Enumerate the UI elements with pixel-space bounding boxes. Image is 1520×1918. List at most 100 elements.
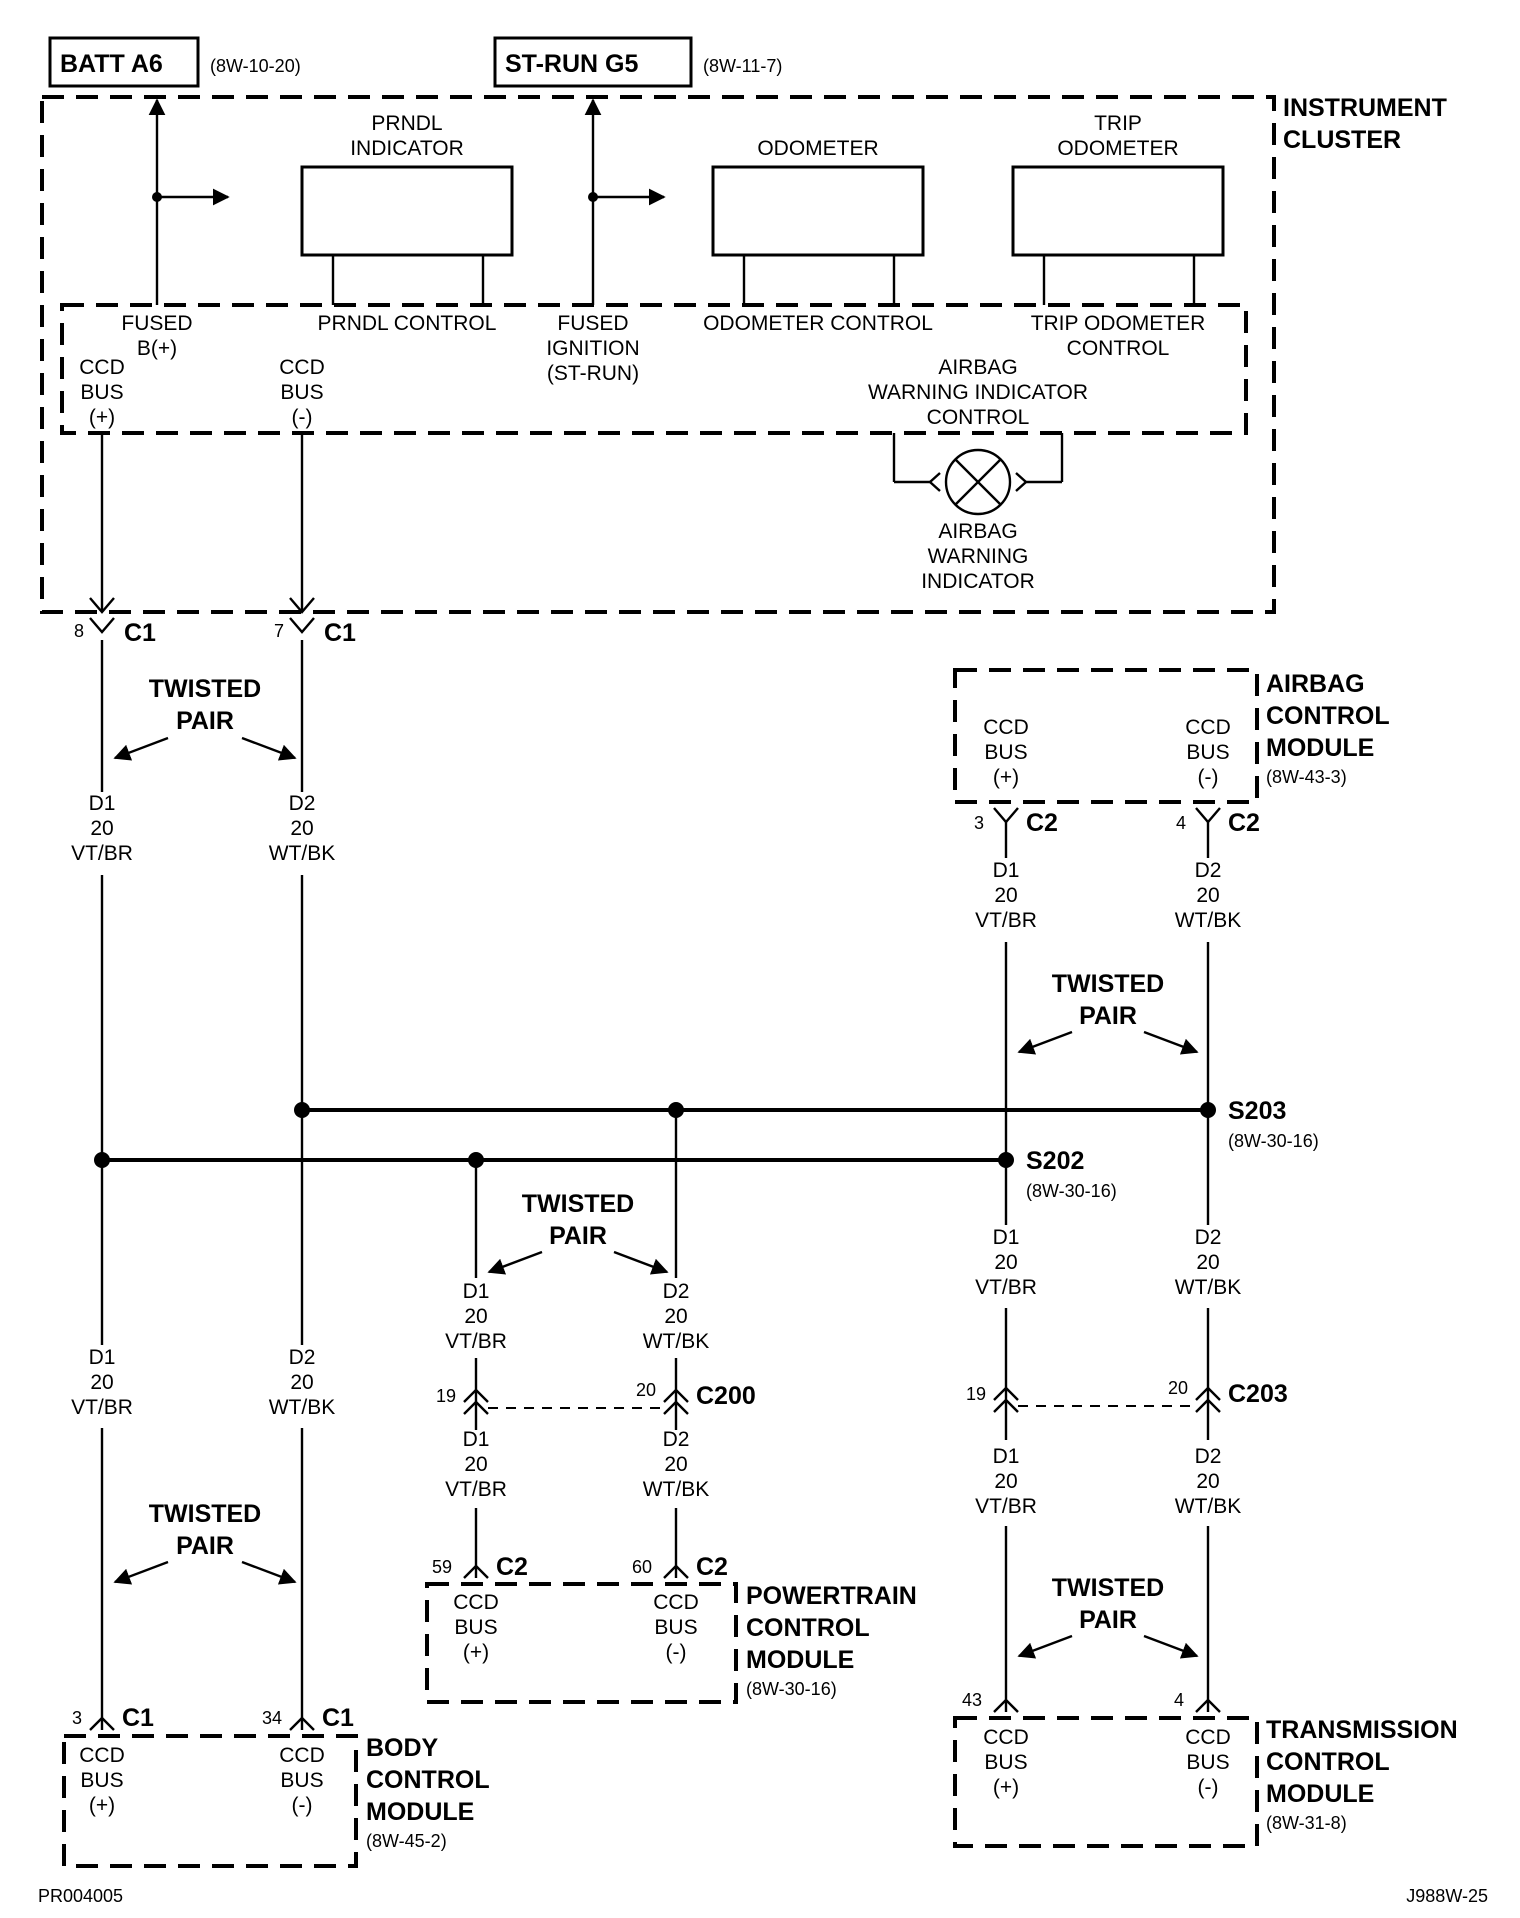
pcm-name-2: CONTROL bbox=[746, 1614, 870, 1642]
c203-pin-pos: 19 bbox=[966, 1384, 986, 1404]
tcm-w1b-d1: D1 bbox=[993, 1445, 1020, 1468]
bcm-name-2: CONTROL bbox=[366, 1766, 490, 1794]
cluster-ccd-neg-3: (-) bbox=[292, 406, 313, 429]
bcm-ccd-pos-3: (+) bbox=[89, 1794, 115, 1817]
bcm-w2-20: 20 bbox=[290, 1371, 313, 1394]
w1-20: 20 bbox=[90, 817, 113, 840]
tcm-w2a-color: WT/BK bbox=[1175, 1276, 1242, 1299]
acm-ccd-pos-1: CCD bbox=[983, 716, 1029, 739]
batt-a6-label: BATT A6 bbox=[60, 50, 163, 78]
acm-w2-d2: D2 bbox=[1195, 859, 1222, 882]
acm-ref: (8W-43-3) bbox=[1266, 767, 1347, 787]
acm-w1-d1: D1 bbox=[993, 859, 1020, 882]
acm-conn-neg: C2 bbox=[1228, 809, 1260, 837]
tcm-name-1: TRANSMISSION bbox=[1266, 1716, 1458, 1744]
acm-w1-20: 20 bbox=[994, 884, 1017, 907]
odometer-control-label: ODOMETER CONTROL bbox=[703, 312, 933, 335]
trip-label-2: ODOMETER bbox=[1057, 137, 1178, 160]
cluster-pin-pos: 8 bbox=[74, 621, 84, 641]
tcm-w1a-d1: D1 bbox=[993, 1226, 1020, 1249]
tcm-ccd-neg-1: CCD bbox=[1185, 1726, 1231, 1749]
tp-tcm-1: TWISTED bbox=[1052, 1574, 1165, 1602]
pcm-w2b-d2: D2 bbox=[663, 1428, 690, 1451]
tp-pcm-1: TWISTED bbox=[522, 1190, 635, 1218]
airbag-ctrl-1: AIRBAG bbox=[938, 356, 1017, 379]
airbag-ctrl-3: CONTROL bbox=[927, 406, 1030, 429]
bcm-w2-d2: D2 bbox=[289, 1346, 316, 1369]
tcm-w2a-d2: D2 bbox=[1195, 1226, 1222, 1249]
bcm-w1-20: 20 bbox=[90, 1371, 113, 1394]
ccd-bus-lines: S203 (8W-30-16) S202 (8W-30-16) bbox=[94, 1097, 1319, 1201]
cluster-ccd-neg-2: BUS bbox=[280, 381, 323, 404]
w2-color: WT/BK bbox=[269, 842, 336, 865]
s202-label: S202 bbox=[1026, 1147, 1084, 1175]
fused-b-1: FUSED bbox=[121, 312, 192, 335]
prndl-label-2: INDICATOR bbox=[350, 137, 464, 160]
cluster-pin-neg: 7 bbox=[274, 621, 284, 641]
fused-ign-3: (ST-RUN) bbox=[547, 362, 639, 385]
w1-color: VT/BR bbox=[71, 842, 133, 865]
bcm-ccd-neg-2: BUS bbox=[280, 1769, 323, 1792]
airbag-lamp-2: WARNING bbox=[928, 545, 1029, 568]
airbag-lamp-1: AIRBAG bbox=[938, 520, 1017, 543]
bcm-name-3: MODULE bbox=[366, 1798, 474, 1826]
tcm-ccd-pos-1: CCD bbox=[983, 1726, 1029, 1749]
st-run-g5-label: ST-RUN G5 bbox=[505, 50, 638, 78]
bcm-pin-neg: 34 bbox=[262, 1708, 282, 1728]
bcm-conn-neg: C1 bbox=[322, 1704, 354, 1732]
tp-acm-1: TWISTED bbox=[1052, 970, 1165, 998]
tcm-ref: (8W-31-8) bbox=[1266, 1813, 1347, 1833]
pcm-branch: TWISTED PAIR D1 20 VT/BR D2 20 WT/BK 19 … bbox=[425, 1110, 917, 1704]
airbag-ctrl-2: WARNING INDICATOR bbox=[868, 381, 1088, 404]
batt-a6-source: BATT A6 (8W-10-20) bbox=[48, 36, 301, 88]
pcm-w1a-20: 20 bbox=[464, 1305, 487, 1328]
w2-20: 20 bbox=[290, 817, 313, 840]
pcm-ref: (8W-30-16) bbox=[746, 1679, 837, 1699]
tcm-w1a-20: 20 bbox=[994, 1251, 1017, 1274]
acm-name-3: MODULE bbox=[1266, 734, 1374, 762]
tcm-w1b-20: 20 bbox=[994, 1470, 1017, 1493]
bcm-ccd-pos-1: CCD bbox=[79, 1744, 125, 1767]
acm-pin-neg: 4 bbox=[1176, 813, 1186, 833]
cluster-name-2: CLUSTER bbox=[1283, 126, 1401, 154]
acm-name-1: AIRBAG bbox=[1266, 670, 1365, 698]
tp-tcm-2: PAIR bbox=[1079, 1606, 1137, 1634]
bcm-branch: D1 20 VT/BR D2 20 WT/BK TWISTED PAIR 3 C… bbox=[62, 1160, 490, 1868]
s202-ref: (8W-30-16) bbox=[1026, 1181, 1117, 1201]
fused-ign-2: IGNITION bbox=[546, 337, 639, 360]
airbag-lamp-icon bbox=[892, 433, 1064, 516]
pcm-w1b-d1: D1 bbox=[463, 1428, 490, 1451]
pcm-w2b-color: WT/BK bbox=[643, 1478, 710, 1501]
acm-ccd-pos-2: BUS bbox=[984, 741, 1027, 764]
tp-pcm-2: PAIR bbox=[549, 1222, 607, 1250]
cluster-connector-c1: 8 C1 7 C1 bbox=[74, 597, 356, 647]
st-run-g5-ref: (8W-11-7) bbox=[703, 56, 782, 76]
pcm-ccd-pos-3: (+) bbox=[463, 1641, 489, 1664]
cluster-name-1: INSTRUMENT bbox=[1283, 94, 1447, 122]
left-trunk-wires: TWISTED PAIR D1 20 VT/BR D2 20 WT/BK bbox=[71, 640, 335, 1160]
s203-label: S203 bbox=[1228, 1097, 1286, 1125]
acm-name-2: CONTROL bbox=[1266, 702, 1390, 730]
tcm-w2a-20: 20 bbox=[1196, 1251, 1219, 1274]
c203-label: C203 bbox=[1228, 1380, 1288, 1408]
pcm-name-1: POWERTRAIN bbox=[746, 1582, 917, 1610]
pcm-ccd-neg-2: BUS bbox=[654, 1616, 697, 1639]
cluster-conn-neg: C1 bbox=[324, 619, 356, 647]
footer-right-code: J988W-25 bbox=[1406, 1886, 1488, 1906]
trip-control-2: CONTROL bbox=[1067, 337, 1170, 360]
cluster-ccd-pos-3: (+) bbox=[89, 406, 115, 429]
pcm-w2a-20: 20 bbox=[664, 1305, 687, 1328]
acm-w2-20: 20 bbox=[1196, 884, 1219, 907]
cluster-ccd-neg-1: CCD bbox=[279, 356, 325, 379]
st-run-g5-source: ST-RUN G5 (8W-11-7) bbox=[493, 36, 782, 88]
bcm-w1-color: VT/BR bbox=[71, 1396, 133, 1419]
prndl-indicator-box bbox=[300, 165, 514, 257]
c200-label: C200 bbox=[696, 1382, 756, 1410]
fused-ign-1: FUSED bbox=[557, 312, 628, 335]
pcm-ccd-neg-3: (-) bbox=[666, 1641, 687, 1664]
bcm-ccd-neg-3: (-) bbox=[292, 1794, 313, 1817]
tp-acm-2: PAIR bbox=[1079, 1002, 1137, 1030]
tp1-label-1: TWISTED bbox=[149, 675, 262, 703]
tcm-pin-neg: 4 bbox=[1174, 1690, 1184, 1710]
bcm-w2-color: WT/BK bbox=[269, 1396, 336, 1419]
